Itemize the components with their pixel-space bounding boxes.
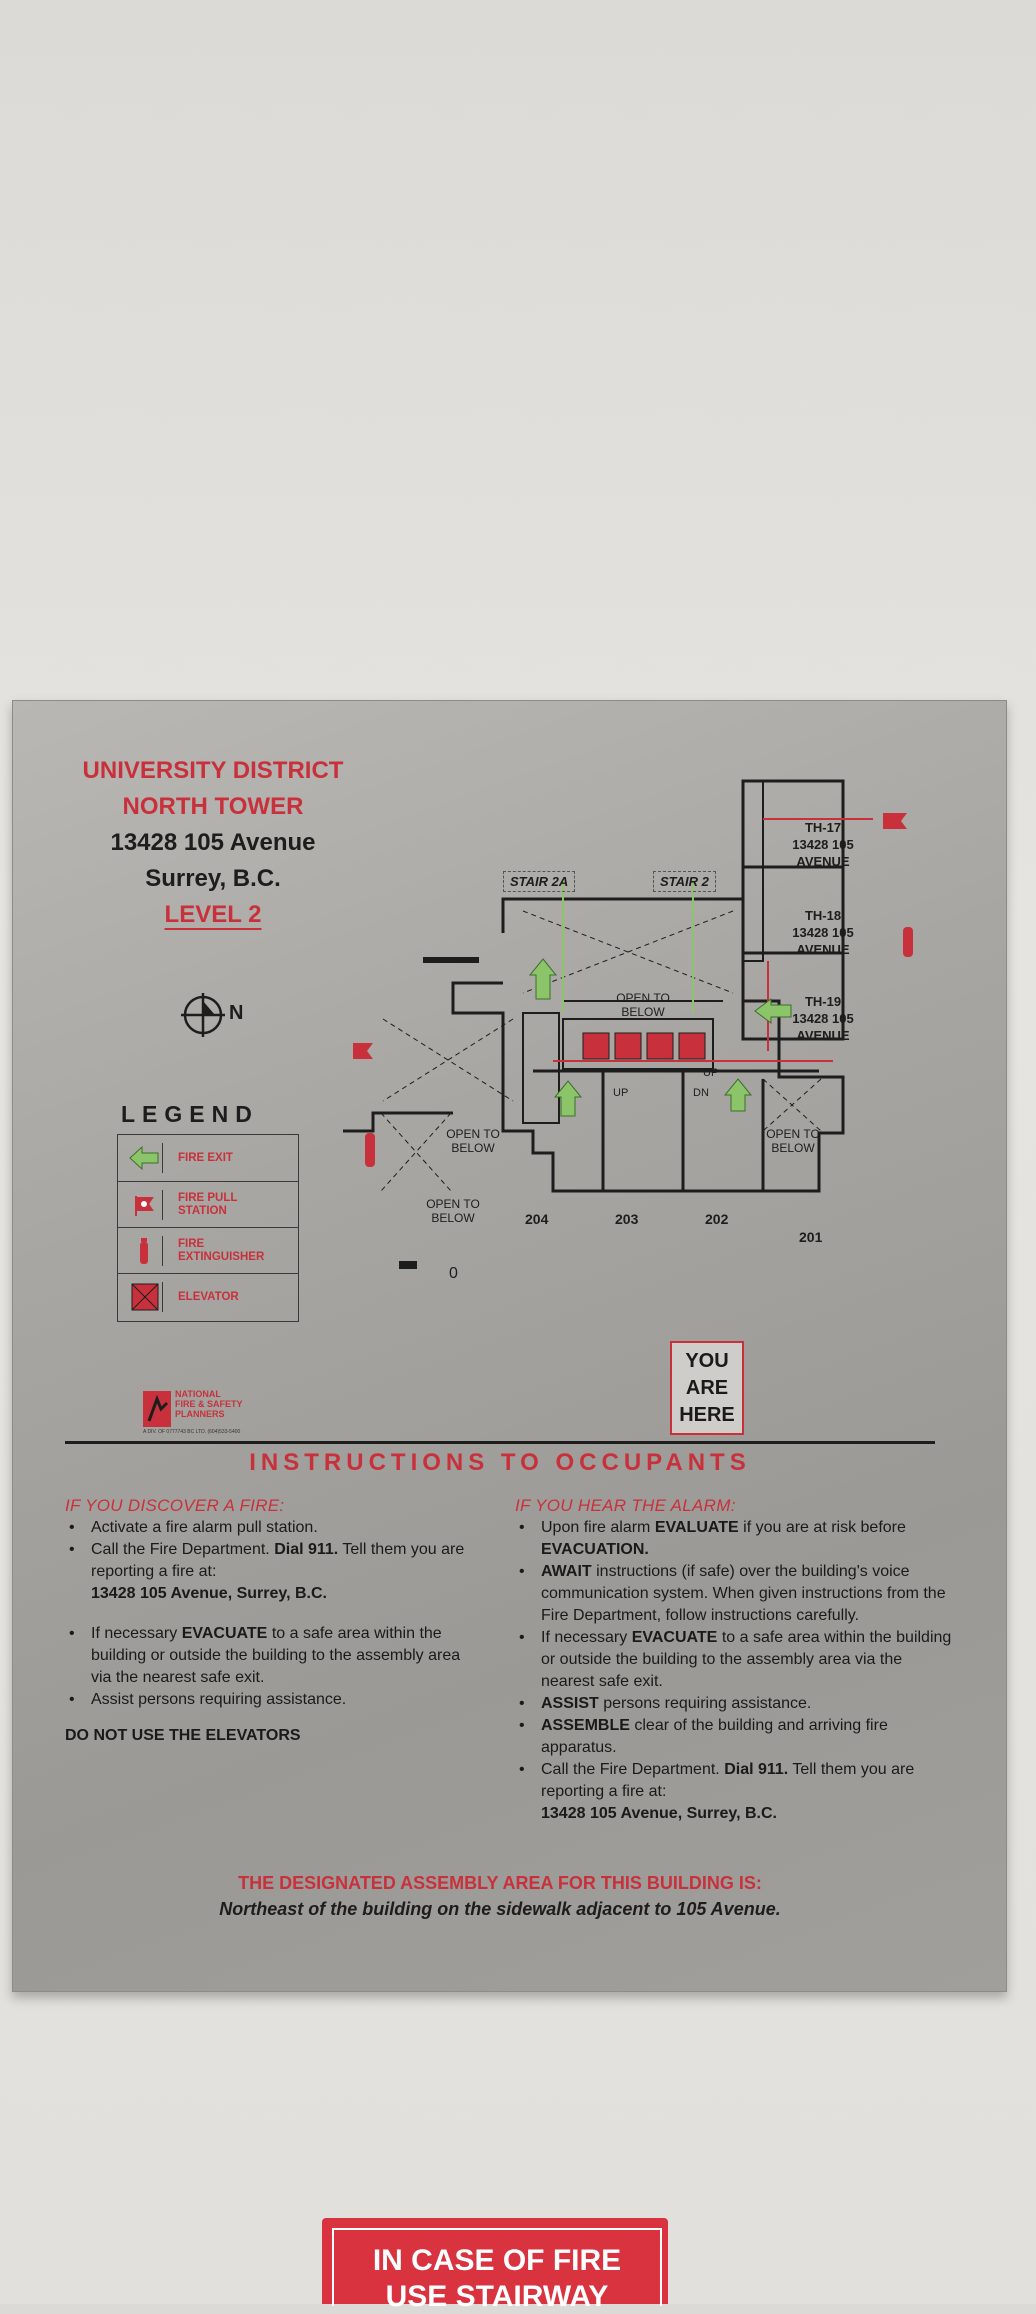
assembly-heading: THE DESIGNATED ASSEMBLY AREA FOR THIS BU… <box>238 1873 762 1893</box>
extinguisher-icon <box>365 927 913 1167</box>
alarm-item: ASSIST persons requiring assistance. <box>519 1693 955 1715</box>
legend-title: LEGEND <box>121 1101 259 1127</box>
unit-202: 202 <box>705 1211 729 1227</box>
stairway-sign-line2: USE STAIRWAY <box>385 2280 609 2313</box>
logo-icon <box>143 1391 171 1427</box>
evacuation-sign: UNIVERSITY DISTRICT NORTH TOWER 13428 10… <box>12 700 1007 1992</box>
alarm-item: Call the Fire Department. Dial 911. Tell… <box>519 1759 955 1825</box>
elevator-warning: DO NOT USE THE ELEVATORS <box>65 1727 301 1744</box>
unit-203: 203 <box>615 1211 639 1227</box>
townhouse-th17: TH-17 13428 105 AVENUE <box>792 820 854 869</box>
townhouse-th19: TH-19 13428 105 AVENUE <box>792 994 854 1043</box>
legend-item-fire-exit: FIRE EXIT <box>118 1135 298 1181</box>
tower-name: NORTH TOWER <box>122 793 304 820</box>
dn-label: DN <box>693 1087 709 1099</box>
elevator-icon <box>582 1032 706 1060</box>
logo-small-text: A DIV. OF 0777743 BC LTD. (604)533-5400 <box>143 1429 241 1435</box>
townhouse-th18: TH-18 13428 105 AVENUE <box>792 908 854 957</box>
sign-header: UNIVERSITY DISTRICT NORTH TOWER 13428 10… <box>53 753 373 933</box>
unit-204: 204 <box>525 1211 549 1227</box>
zero-mark: 0 <box>449 1265 458 1282</box>
alarm-heading: IF YOU HEAR THE ALARM: <box>515 1496 736 1515</box>
legend-label: FIRE PULL STATION <box>178 1192 238 1217</box>
level-label: LEVEL 2 <box>164 901 262 928</box>
assembly-text: Northeast of the building on the sidewal… <box>219 1899 781 1919</box>
elevator-icon <box>131 1283 159 1311</box>
divider <box>65 1441 935 1444</box>
unit-201: 201 <box>799 1229 823 1245</box>
alarm-item: If necessary EVACUATE to a safe area wit… <box>519 1627 955 1693</box>
legend-item-elevator: ELEVATOR <box>118 1273 298 1320</box>
legend-label: FIRE EXIT <box>178 1151 233 1164</box>
discover-fire-section: IF YOU DISCOVER A FIRE: Activate a fire … <box>65 1495 485 1747</box>
instructions-title: INSTRUCTIONS TO OCCUPANTS <box>249 1449 751 1476</box>
floor-plan <box>343 779 913 1269</box>
you-are-here-marker: YOU ARE HERE <box>670 1341 744 1435</box>
legend-item-extinguisher: FIRE EXTINGUISHER <box>118 1227 298 1274</box>
city-line: Surrey, B.C. <box>145 865 281 892</box>
logo-text-line: NATIONAL <box>175 1389 221 1399</box>
stairway-sign: IN CASE OF FIRE USE STAIRWAY <box>322 2218 668 2313</box>
building-name: UNIVERSITY DISTRICT <box>82 757 344 784</box>
stairway-sign-line1: IN CASE OF FIRE <box>372 2244 622 2277</box>
logo-text-line: PLANNERS <box>175 1409 225 1419</box>
compass: N <box>181 993 271 1037</box>
stair-2a-label: STAIR 2A <box>503 871 576 892</box>
hear-alarm-section: IF YOU HEAR THE ALARM: Upon fire alarm E… <box>515 1495 955 1825</box>
up-label: UP <box>613 1087 629 1099</box>
discover-item: Activate a fire alarm pull station. <box>69 1517 485 1539</box>
green-arrow-icon <box>528 958 792 1117</box>
legend-label: FIRE EXTINGUISHER <box>178 1238 265 1263</box>
legend-item-pull-station: FIRE PULL STATION <box>118 1181 298 1228</box>
discover-item: Assist persons requiring assistance. <box>69 1689 485 1711</box>
discover-heading: IF YOU DISCOVER A FIRE: <box>65 1496 285 1515</box>
up-label: UP <box>703 1067 719 1079</box>
company-logo: NATIONAL FIRE & SAFETY PLANNERS A DIV. O… <box>143 1389 283 1439</box>
alarm-item: Upon fire alarm EVALUATE if you are at r… <box>519 1517 955 1561</box>
legend-label: ELEVATOR <box>178 1290 239 1303</box>
alarm-item: AWAIT instructions (if safe) over the bu… <box>519 1561 955 1627</box>
stair-2-label: STAIR 2 <box>653 871 716 892</box>
pull-station-icon <box>135 1196 154 1216</box>
address-line: 13428 105 Avenue <box>110 829 316 856</box>
legend: FIRE EXIT FIRE PULL STATION FIRE EXTINGU… <box>117 1134 299 1322</box>
extinguisher-icon <box>140 1238 148 1264</box>
pull-station-icon <box>353 813 907 1059</box>
discover-item: Call the Fire Department. Dial 911. Tell… <box>69 1539 485 1605</box>
logo-text-line: FIRE & SAFETY <box>175 1399 243 1409</box>
green-arrow-icon <box>129 1145 159 1171</box>
compass-label: N <box>229 1002 244 1024</box>
compass-icon <box>181 993 225 1037</box>
alarm-item: ASSEMBLE clear of the building and arriv… <box>519 1715 955 1759</box>
discover-item: If necessary EVACUATE to a safe area wit… <box>69 1623 485 1689</box>
